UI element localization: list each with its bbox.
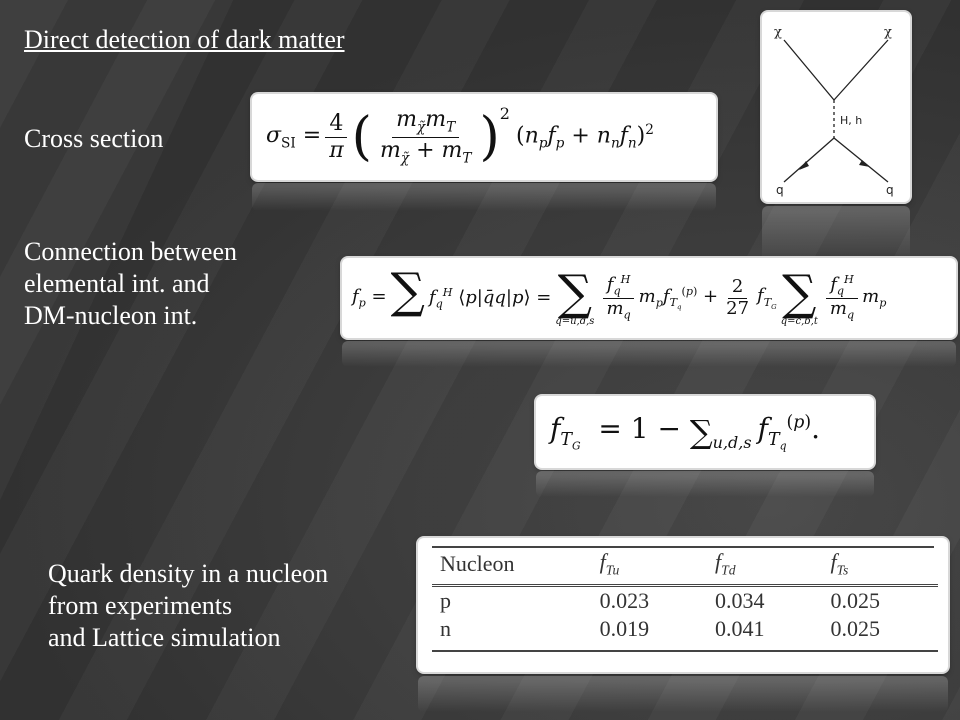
- table-reflection: [418, 676, 948, 712]
- header-ftu: fTu: [599, 549, 620, 578]
- table-cell: 0.019: [599, 616, 650, 642]
- table-cell: 0.025: [830, 588, 881, 614]
- sum1-limit: q=u,d,s: [555, 315, 595, 327]
- sum3-limit: u,d,s: [712, 433, 752, 452]
- chi-right-label: χ: [884, 25, 892, 40]
- sum2-limit: q=c,b,t: [780, 315, 818, 327]
- ftg-equation: fTG = 1 − ∑u,d,s fTq(p).: [536, 396, 874, 468]
- quark-right-label: q: [886, 183, 894, 197]
- table-cell: 0.041: [715, 616, 765, 642]
- table-cell: 0.025: [830, 616, 881, 642]
- slide-title: Direct detection of dark matter: [24, 25, 345, 54]
- cross-section-label: Cross section: [24, 124, 164, 153]
- table-cell: p: [440, 588, 451, 614]
- table-row: n 0.019 0.041 0.025: [432, 615, 938, 652]
- connection-line-3: DM-nucleon int.: [24, 301, 198, 330]
- ftg-reflection: [536, 471, 874, 497]
- connection-reflection: [342, 341, 956, 367]
- table-header-row: Nucleon fTu fTd fTs: [432, 548, 938, 586]
- feynman-diagram: χ χ H, h q q: [774, 25, 894, 197]
- table-row: p 0.023 0.034 0.025: [432, 586, 938, 616]
- connection-line-1: Connection between: [24, 237, 237, 266]
- quark-density-table-card: Nucleon fTu fTd fTs p 0.023 0.034 0.025 …: [418, 538, 948, 672]
- table-top-rule: [432, 546, 934, 548]
- header-fts: fTs: [830, 549, 849, 578]
- diagram-reflection: [762, 206, 910, 262]
- connection-line-2: elemental int. and: [24, 269, 210, 298]
- quark-density-label: Quark density in a nucleon from experime…: [48, 558, 328, 654]
- feynman-diagram-card: χ χ H, h q q: [762, 12, 910, 202]
- quark-line-3: and Lattice simulation: [48, 623, 281, 652]
- chi-left-label: χ: [774, 25, 782, 40]
- header-nucleon: Nucleon: [440, 550, 515, 576]
- connection-label: Connection between elemental int. and DM…: [24, 236, 237, 332]
- table-cell: n: [440, 616, 451, 642]
- mediator-label: H, h: [840, 114, 862, 127]
- table-cell: 0.034: [715, 588, 765, 614]
- table-cell: 0.023: [599, 588, 650, 614]
- quark-line-2: from experiments: [48, 591, 233, 620]
- quark-line-1: Quark density in a nucleon: [48, 559, 329, 588]
- fraction-two: 2: [727, 276, 748, 299]
- fraction-27: 27: [726, 297, 750, 319]
- cross-section-reflection: [252, 183, 716, 211]
- quark-left-label: q: [776, 183, 784, 197]
- header-ftd: fTd: [715, 549, 736, 578]
- quark-density-table: Nucleon fTu fTd fTs p 0.023 0.034 0.025 …: [432, 548, 938, 652]
